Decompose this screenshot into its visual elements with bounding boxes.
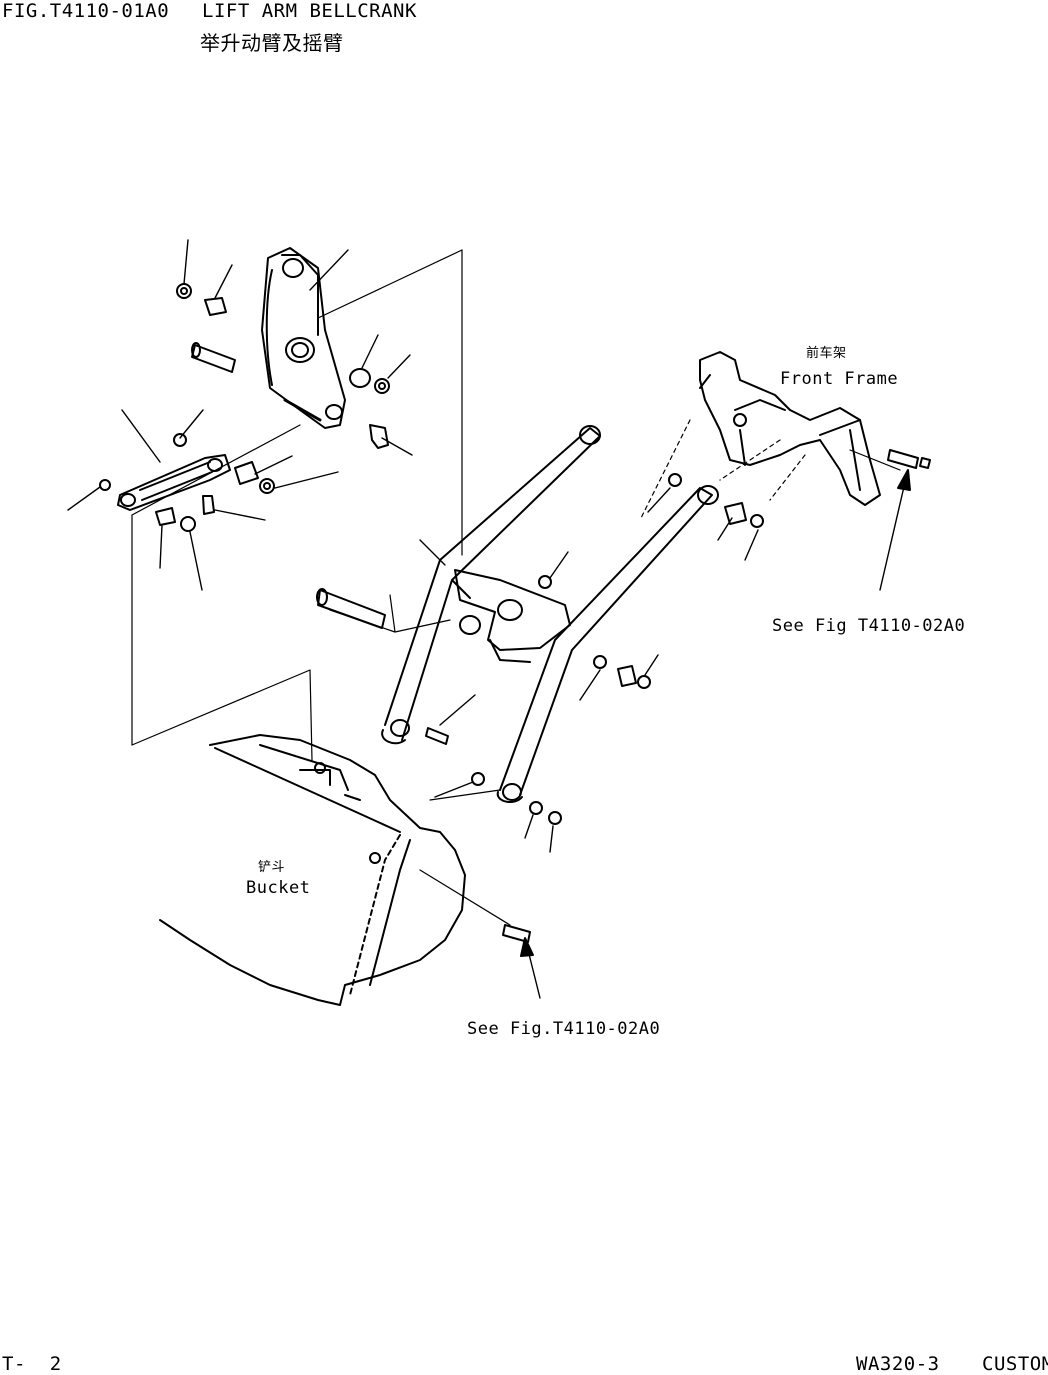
leader-lines-link — [68, 456, 338, 590]
bellcrank-bushings — [177, 284, 389, 448]
bellcrank-pin — [192, 343, 235, 372]
link-rod-bushings — [100, 434, 274, 531]
cross-tube — [455, 570, 570, 662]
page-number: T- 2 — [2, 1353, 62, 1375]
bucket-label: Bucket — [246, 878, 311, 898]
bucket-pin — [503, 925, 530, 942]
machine-model: WA320-3 — [856, 1353, 940, 1375]
figure-title-english: LIFT ARM BELLCRANK — [202, 0, 417, 22]
lift-arm-bushings — [426, 474, 763, 824]
edition-label: CUSTOM — [982, 1353, 1048, 1375]
front-frame-pin — [888, 450, 930, 468]
link-rod-part — [118, 455, 230, 510]
bucket-part — [160, 735, 465, 1005]
reference-see-fig-bottom: See Fig.T4110-02A0 — [467, 1019, 661, 1039]
assembly-guide-lines — [132, 250, 900, 925]
arrow-right-reference — [880, 470, 910, 590]
lift-arm-left — [382, 426, 600, 743]
reference-see-fig-right: See Fig T4110-02A0 — [772, 616, 966, 636]
front-frame-label-chinese: 前车架 — [806, 346, 847, 361]
arrow-bottom-reference — [521, 938, 540, 998]
bellcrank-part — [262, 248, 345, 428]
figure-title-chinese: 举升动臂及摇臂 — [200, 31, 344, 55]
leader-lines-lift — [420, 488, 758, 852]
front-frame-label: Front Frame — [780, 369, 899, 389]
front-frame-part — [700, 352, 880, 505]
figure-number: FIG.T4110-01A0 — [2, 0, 170, 22]
bucket-label-chinese: 铲斗 — [258, 860, 286, 875]
lift-arm-right — [498, 486, 718, 802]
long-pin — [317, 589, 385, 628]
leader-lines-upper — [122, 240, 412, 462]
